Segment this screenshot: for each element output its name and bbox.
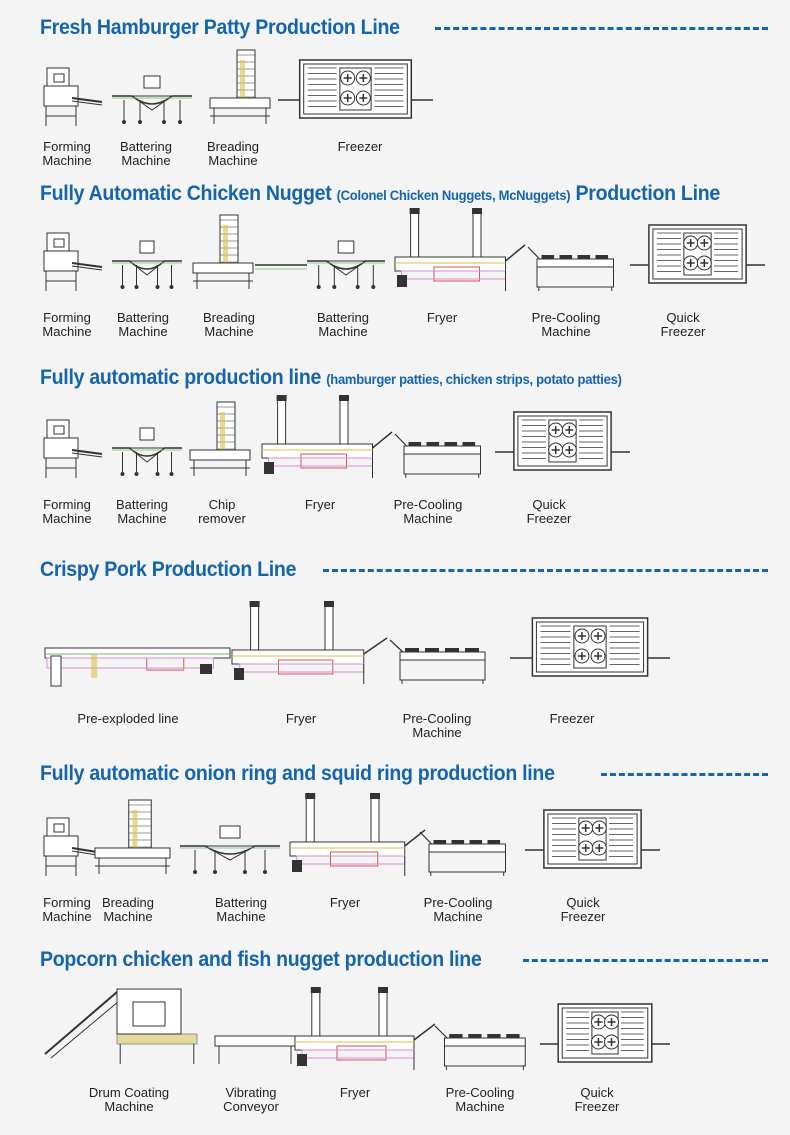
- machine-label: Battering Machine: [115, 497, 169, 526]
- title-dashed-rule: [601, 772, 768, 776]
- batter-machine-drawing: [180, 825, 280, 874]
- section-title-text: Fully automatic onion ring and squid rin…: [40, 762, 555, 785]
- title-dashed-rule: [323, 568, 768, 572]
- chip-machine-drawing: [189, 401, 251, 476]
- freezer-machine-drawing: [525, 809, 660, 869]
- machine-label: Pre-Cooling Machine: [402, 711, 472, 740]
- fryer-machine-drawing: [231, 601, 388, 684]
- section-title: Fresh Hamburger Patty Production Line: [40, 16, 400, 40]
- section-title: Fully automatic production line (hamburg…: [40, 366, 622, 390]
- section-title-row: Popcorn chicken and fish nugget producti…: [40, 948, 768, 972]
- preexp-machine-drawing: [44, 647, 231, 687]
- batter-machine-drawing: [112, 427, 182, 476]
- section-title-row: Fully Automatic Chicken Nugget (Colonel …: [40, 182, 768, 206]
- production-line-drawing: [43, 49, 433, 126]
- machine-label: Quick Freezer: [526, 497, 572, 526]
- production-line-drawing: [43, 793, 660, 876]
- machine-label: Chip remover: [198, 497, 246, 526]
- title-dashed-rule: [434, 26, 768, 30]
- section-title: Crispy Pork Production Line: [40, 558, 296, 582]
- machine-label: Fryer: [339, 1085, 371, 1100]
- former-machine-drawing: [43, 67, 103, 126]
- fryer-machine-drawing: [394, 208, 526, 291]
- machine-label: Battering Machine: [316, 310, 370, 339]
- former-machine-drawing: [43, 817, 98, 876]
- machine-label: Freezer: [549, 711, 595, 726]
- machine-label: Forming Machine: [42, 139, 92, 168]
- machine-label: Battering Machine: [116, 310, 170, 339]
- machine-label: Fryer: [426, 310, 458, 325]
- section-title-text: Fully Automatic Chicken Nugget: [40, 182, 337, 205]
- cool-machine-drawing: [394, 433, 481, 478]
- fryer-machine-drawing: [294, 987, 436, 1070]
- production-line-drawing: [44, 987, 670, 1070]
- machine-label: Quick Freezer: [660, 310, 706, 339]
- machine-label: Drum Coating Machine: [88, 1085, 170, 1114]
- machine-label: Forming Machine: [42, 895, 92, 924]
- machine-label: Pre-Cooling Machine: [423, 895, 493, 924]
- production-line-drawing: [43, 395, 630, 478]
- breader-machine-drawing: [94, 799, 171, 874]
- machine-label: Pre-Cooling Machine: [445, 1085, 515, 1114]
- vib-machine-drawing: [214, 1035, 296, 1064]
- section-title: Fully Automatic Chicken Nugget (Colonel …: [40, 182, 720, 206]
- freezer-machine-drawing: [540, 1003, 670, 1063]
- cool-machine-drawing: [527, 246, 614, 291]
- freezer-machine-drawing: [510, 617, 670, 677]
- machine-label: Forming Machine: [42, 310, 92, 339]
- freezer-machine-drawing: [278, 59, 433, 119]
- machine-label: Battering Machine: [119, 139, 173, 168]
- fryer-machine-drawing: [289, 793, 426, 876]
- fryer-machine-drawing: [261, 395, 393, 478]
- former-machine-drawing: [43, 419, 103, 478]
- machine-label: Fryer: [304, 497, 336, 512]
- batterc-machine-drawing: [255, 240, 385, 289]
- machine-label: Breading Machine: [101, 895, 155, 924]
- production-line-drawing: [44, 601, 670, 687]
- machine-label: Forming Machine: [42, 497, 92, 526]
- machine-label: Breading Machine: [206, 139, 260, 168]
- section-subtitle: (Colonel Chicken Nuggets, McNuggets): [336, 187, 571, 203]
- batter-machine-drawing: [112, 75, 192, 124]
- machine-label: Quick Freezer: [574, 1085, 620, 1114]
- cool-machine-drawing: [434, 1025, 526, 1070]
- machine-label: Vibrating Conveyor: [223, 1085, 279, 1114]
- breader-machine-drawing: [209, 49, 271, 124]
- section-title-text: Fully automatic production line: [40, 366, 327, 389]
- section-title-suffix: Production Line: [570, 182, 721, 205]
- section-title-row: Fully automatic production line (hamburg…: [40, 366, 768, 390]
- freezer-machine-drawing: [630, 224, 765, 284]
- section-title-text: Fresh Hamburger Patty Production Line: [40, 16, 400, 39]
- machine-label: Breading Machine: [202, 310, 256, 339]
- machine-label: Freezer: [337, 139, 383, 154]
- machine-label: Pre-Cooling Machine: [531, 310, 601, 339]
- machine-label: Pre-Cooling Machine: [393, 497, 463, 526]
- breader-machine-drawing: [192, 214, 254, 289]
- title-dashed-rule: [522, 958, 768, 962]
- production-line-drawing: [43, 208, 765, 291]
- machine-label: Quick Freezer: [560, 895, 606, 924]
- freezer-machine-drawing: [495, 411, 630, 471]
- section-title-text: Crispy Pork Production Line: [40, 558, 297, 581]
- machine-label: Battering Machine: [214, 895, 268, 924]
- section-subtitle: (hamburger patties, chicken strips, pota…: [326, 371, 622, 387]
- section-title-row: Fresh Hamburger Patty Production Line: [40, 16, 768, 40]
- section-title-text: Popcorn chicken and fish nugget producti…: [40, 948, 482, 971]
- drum-machine-drawing: [44, 988, 198, 1064]
- machine-label: Fryer: [285, 711, 317, 726]
- cool-machine-drawing: [419, 831, 506, 876]
- section-title: Popcorn chicken and fish nugget producti…: [40, 948, 482, 972]
- cool-machine-drawing: [389, 639, 486, 684]
- batter-machine-drawing: [112, 240, 182, 289]
- section-title-row: Crispy Pork Production Line: [40, 558, 768, 582]
- section-title: Fully automatic onion ring and squid rin…: [40, 762, 555, 786]
- machine-label: Fryer: [329, 895, 361, 910]
- former-machine-drawing: [43, 232, 103, 291]
- section-title-row: Fully automatic onion ring and squid rin…: [40, 762, 768, 786]
- machine-label: Pre-exploded line: [77, 711, 179, 726]
